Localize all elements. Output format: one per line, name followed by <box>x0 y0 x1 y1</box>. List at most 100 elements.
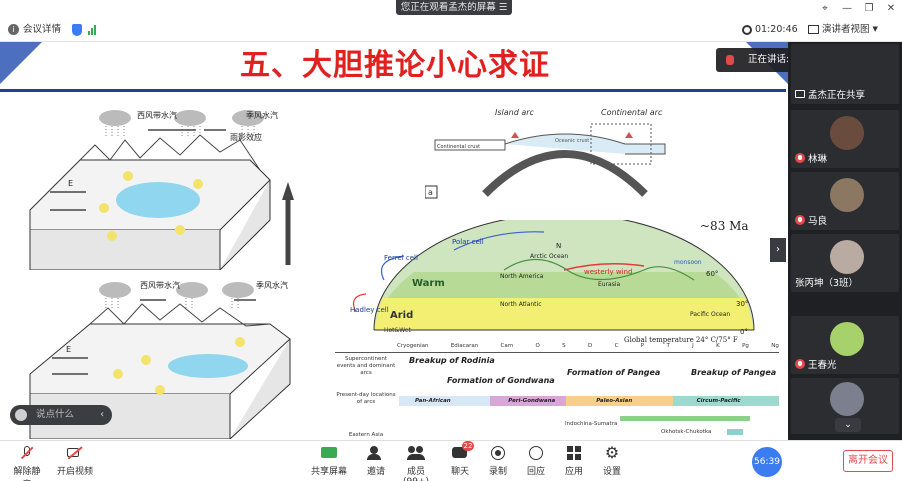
label-westerly-2: 西风带水汽 <box>140 280 180 290</box>
label-ferrel-cell: Ferrel cell <box>384 254 418 262</box>
participant-name: 王春光 <box>808 360 837 371</box>
leave-meeting-button[interactable]: 离开会议 <box>843 450 893 472</box>
countdown-badge[interactable]: 56:39 <box>752 447 782 477</box>
label-hotwet: Hot&Wet <box>384 327 411 334</box>
period-label: Pg <box>742 343 749 349</box>
unmute-button[interactable]: 解除静音 <box>10 443 44 481</box>
close-icon[interactable]: ✕ <box>886 3 896 14</box>
speaker-mic-icon <box>726 55 734 65</box>
period-label: Cam <box>500 343 514 349</box>
label-oceanic-crust: Oceanic crust <box>555 138 589 144</box>
period-label: P <box>640 343 645 349</box>
event-rodinia: Breakup of Rodinia <box>409 356 495 365</box>
invite-button[interactable]: 邀请 <box>364 443 388 479</box>
view-mode-button[interactable]: 演讲者视图 ▼ <box>808 22 878 37</box>
label-arctic-ocean: Arctic Ocean <box>530 253 568 260</box>
screen-share-notice[interactable]: 您正在观看孟杰的屏幕 ☰ <box>396 0 512 15</box>
label-monsoon-2: 季风水汽 <box>256 280 288 290</box>
apps-button[interactable]: 应用 <box>562 443 586 479</box>
period-label: Ediacaran <box>450 343 479 349</box>
meeting-info-button[interactable]: i 会议详情 <box>8 22 61 37</box>
label-north: N <box>556 242 561 250</box>
pin-icon[interactable]: ⌖ <box>822 3 828 14</box>
share-screen-button[interactable]: 共享屏幕 <box>309 443 349 479</box>
participant-name: 张丙坤（3班） <box>795 278 859 289</box>
label-indochina: Indochina-Sumatra <box>565 421 618 427</box>
label-eurasia: Eurasia <box>598 281 621 288</box>
avatar <box>830 178 864 212</box>
event-pangea-formation: Formation of Pangea <box>567 368 661 377</box>
mic-muted-icon <box>795 153 805 163</box>
participant-tile[interactable]: 王春光 <box>791 316 899 374</box>
chevron-down-icon: ▼ <box>872 25 878 33</box>
avatar <box>830 240 864 274</box>
members-button[interactable]: 成员(99+) <box>396 443 436 481</box>
signal-icon <box>88 24 96 35</box>
period-label: D <box>588 343 593 349</box>
meeting-timer: 01:20:46 <box>742 22 798 37</box>
label-age: ~83 Ma <box>700 220 749 233</box>
period-label: Cryogenian <box>397 343 429 349</box>
reaction-icon <box>527 444 545 462</box>
label-E: E <box>68 179 73 188</box>
arc-okhotsk-bar <box>727 429 743 435</box>
period-label: S <box>562 343 566 349</box>
arc-pan-african: Pan-African <box>399 396 491 406</box>
label-global-temp: Global temperature 24° C/75° F <box>624 336 738 344</box>
period-label: C <box>614 343 619 349</box>
label-okhotsk: Okhotsk-Chukotka <box>661 429 712 435</box>
record-button[interactable]: 录制 <box>486 443 510 479</box>
scroll-down-button[interactable]: ⌄ <box>835 418 861 432</box>
label-monsoon: 季风水汽 <box>246 110 278 120</box>
label-lat-30: 30° <box>736 300 748 308</box>
period-label: K <box>716 343 720 349</box>
chat-button[interactable]: 22 聊天 <box>450 441 474 477</box>
collapse-icon[interactable]: ‹ <box>100 409 104 420</box>
info-icon: i <box>8 24 19 35</box>
shared-slide: 五、大胆推论小心求证 西风带水汽 季风水汽 雨影效应 E <box>0 42 788 440</box>
arc-cross-section: Island arc Continental arc Continental c… <box>425 108 666 199</box>
meeting-header: i 会议详情 01:20:46 演讲者视图 ▼ <box>0 17 902 42</box>
minimize-icon[interactable]: — <box>842 3 852 14</box>
panel-collapse-button[interactable]: › <box>770 238 786 262</box>
layout-icon <box>808 25 819 34</box>
row-label-supercontinent: Supercontinent events and dominant arcs <box>336 356 396 376</box>
label-E-2: E <box>66 345 71 354</box>
record-dot-icon <box>742 24 752 35</box>
event-gondwana: Formation of Gondwana <box>447 376 555 385</box>
participant-tile[interactable]: ⌄ <box>791 378 899 434</box>
arc-bar: Pan-African Peri-Gondwana Paleo-Asian Ci… <box>399 396 779 406</box>
comment-input[interactable]: 说点什么 ‹ <box>10 405 112 425</box>
settings-button[interactable]: ⚙ 设置 <box>602 443 621 478</box>
add-user-icon <box>367 444 385 462</box>
chat-badge: 22 <box>462 441 474 451</box>
window-controls: ⌖ — ❐ ✕ <box>814 0 902 17</box>
block-diagram-top: 西风带水汽 季风水汽 雨影效应 E <box>29 110 294 270</box>
avatar <box>830 322 864 356</box>
shield-icon <box>72 23 82 36</box>
participant-tile-sharer[interactable]: 孟杰正在共享 <box>791 44 899 104</box>
menu-icon: ☰ <box>498 2 508 13</box>
arc-paleo-asian: Paleo-Asian <box>566 396 673 406</box>
slide-title: 五、大胆推论小心求证 <box>240 48 550 83</box>
participant-tile[interactable]: 林琳 <box>791 110 899 168</box>
participant-tile[interactable]: 马良 <box>791 172 899 230</box>
slide-divider <box>0 89 786 92</box>
restore-icon[interactable]: ❐ <box>864 3 874 14</box>
participant-tile[interactable]: 张丙坤（3班） <box>791 234 899 292</box>
mic-muted-icon <box>795 359 805 369</box>
arc-indochina-bar <box>620 416 750 421</box>
screen-share-icon <box>320 444 338 462</box>
avatar <box>830 116 864 150</box>
label-westerly: 西风带水汽 <box>137 110 177 120</box>
paleo-globe-figure: ~83 Ma Polar cell Ferrel cell Hadley cel… <box>350 220 755 344</box>
arc-circum-pacific: Circum-Pacific <box>672 396 779 406</box>
label-panel-a: a <box>428 188 433 197</box>
period-label: Ng <box>771 343 779 349</box>
label-warm: Warm <box>412 278 445 289</box>
reaction-button[interactable]: 回应 <box>524 443 548 479</box>
screen-share-icon <box>795 90 805 98</box>
label-continental-crust: Continental crust <box>437 144 480 150</box>
start-video-button[interactable]: 开启视频 <box>56 443 94 479</box>
